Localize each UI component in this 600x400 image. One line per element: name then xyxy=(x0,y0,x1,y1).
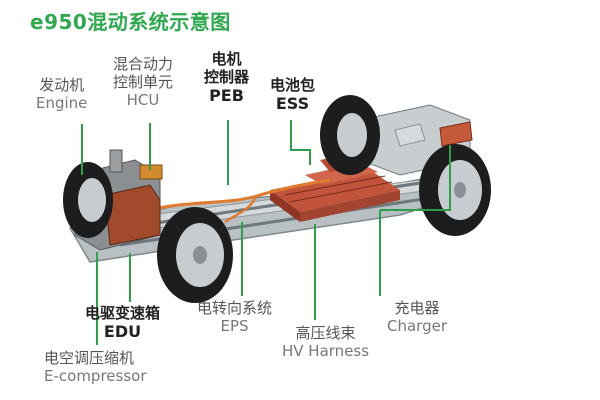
label-ess-en: ESS xyxy=(275,94,310,113)
label-hcu-en: HCU xyxy=(126,91,160,109)
label-peb-zh-2: 控制器 xyxy=(204,68,250,86)
label-edu: 电驱变速箱 EDU xyxy=(85,304,160,341)
label-hv-harness-en: HV Harness xyxy=(282,342,370,360)
label-hv-harness: 高压线束 HV Harness xyxy=(282,324,369,360)
label-ecompressor-zh: 电空调压缩机 xyxy=(44,349,135,367)
label-hcu-zh-2: 控制单元 xyxy=(113,73,174,91)
diagram-title: e950混动系统示意图 xyxy=(30,10,231,34)
label-engine-en: Engine xyxy=(36,94,88,112)
label-eps-en: EPS xyxy=(220,317,249,335)
label-eps: 电转向系统 EPS xyxy=(197,299,272,335)
label-peb: 电机 控制器 PEB xyxy=(204,50,249,105)
label-hv-harness-zh: 高压线束 xyxy=(295,324,356,342)
leader-line-charger-2 xyxy=(380,145,451,211)
label-edu-zh: 电驱变速箱 xyxy=(85,304,161,322)
label-ess: 电池包 ESS xyxy=(270,76,315,113)
label-ecompressor-en: E-compressor xyxy=(44,367,147,385)
label-charger: 充电器 Charger xyxy=(387,299,447,335)
label-edu-en: EDU xyxy=(103,322,142,341)
label-hcu: 混合动力 控制单元 HCU xyxy=(113,55,173,109)
front-right-wheel xyxy=(157,207,233,303)
front-left-wheel xyxy=(63,162,113,238)
label-peb-zh-1: 电机 xyxy=(211,50,242,68)
label-engine: 发动机 Engine xyxy=(36,76,87,112)
rear-left-wheel xyxy=(320,95,380,175)
label-engine-zh: 发动机 xyxy=(39,76,85,94)
label-peb-en: PEB xyxy=(209,86,244,105)
label-hcu-zh-1: 混合动力 xyxy=(113,55,174,73)
label-charger-en: Charger xyxy=(387,317,447,335)
label-eps-zh: 电转向系统 xyxy=(197,299,273,317)
label-ess-zh: 电池包 xyxy=(270,76,316,94)
rear-right-wheel xyxy=(419,144,491,236)
label-ecompressor: 电空调压缩机 E-compressor xyxy=(44,349,147,385)
label-charger-zh: 充电器 xyxy=(394,299,440,317)
leader-line-ess xyxy=(290,120,311,165)
leader-lines xyxy=(81,120,451,345)
